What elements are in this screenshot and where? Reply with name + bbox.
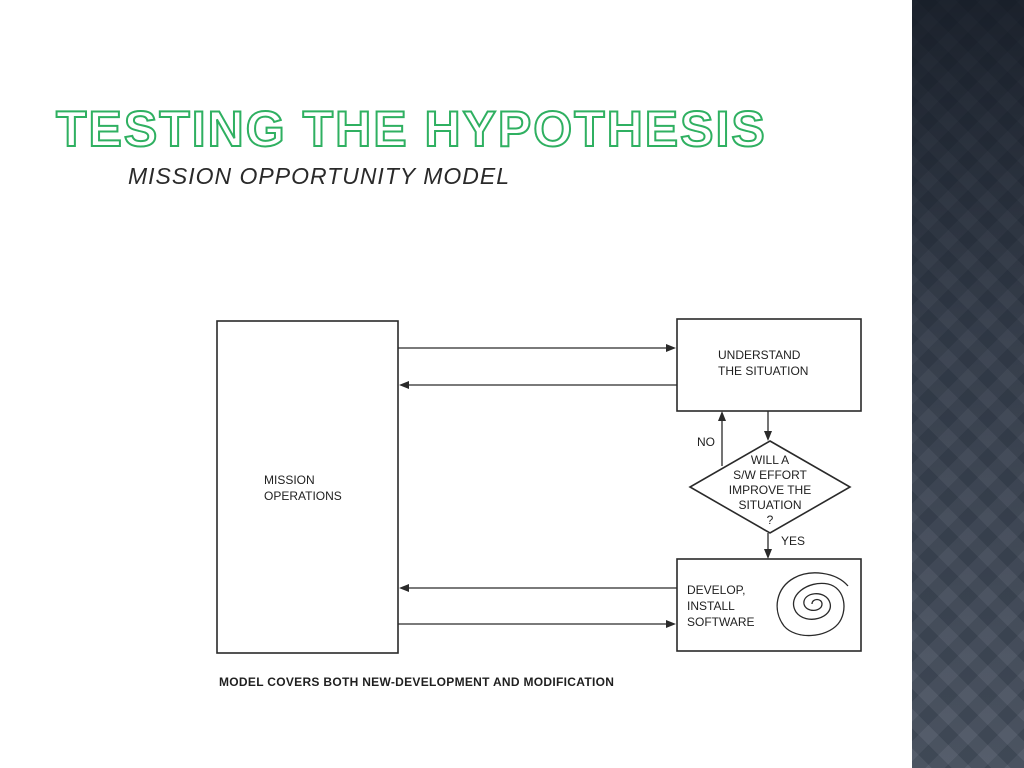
arrow-to-understand-head	[666, 344, 676, 352]
decision-line-4: SITUATION	[738, 498, 801, 512]
arrow-yes-head	[764, 549, 772, 559]
arrow-to-decision-head	[764, 431, 772, 441]
develop-line-1: DEVELOP,	[687, 583, 745, 597]
arrow-to-develop-head	[666, 620, 676, 628]
mission-operations-line-1: MISSION	[264, 473, 315, 487]
decision-line-5: ?	[767, 513, 774, 527]
no-label: NO	[697, 435, 715, 449]
spiral-icon	[776, 572, 849, 637]
understand-situation-box	[676, 318, 862, 412]
decision-diamond	[688, 440, 852, 534]
mission-opportunity-diagram: MISSION OPERATIONS UNDERSTAND THE SITUAT…	[216, 318, 862, 689]
diagram-caption: MODEL COVERS BOTH NEW-DEVELOPMENT AND MO…	[219, 675, 614, 689]
mission-operations-line-2: OPERATIONS	[264, 489, 342, 503]
figure-title: MISSION OPPORTUNITY MODEL	[128, 163, 510, 189]
mission-operations-box	[216, 320, 399, 654]
decision-line-3: IMPROVE THE	[729, 483, 811, 497]
develop-line-2: INSTALL	[687, 599, 735, 613]
arrow-to-mission-bottom-head	[399, 584, 409, 592]
decision-line-2: S/W EFFORT	[733, 468, 807, 482]
arrow-to-mission-top-head	[399, 381, 409, 389]
yes-label: YES	[781, 534, 805, 548]
arrow-no-head	[718, 411, 726, 421]
side-panel-decoration	[912, 0, 1024, 768]
develop-line-3: SOFTWARE	[687, 615, 755, 629]
understand-line-2: THE SITUATION	[718, 364, 808, 378]
decision-line-1: WILL A	[751, 453, 789, 467]
understand-line-1: UNDERSTAND	[718, 348, 801, 362]
slide-title: Testing the Hypothesis	[55, 101, 767, 157]
